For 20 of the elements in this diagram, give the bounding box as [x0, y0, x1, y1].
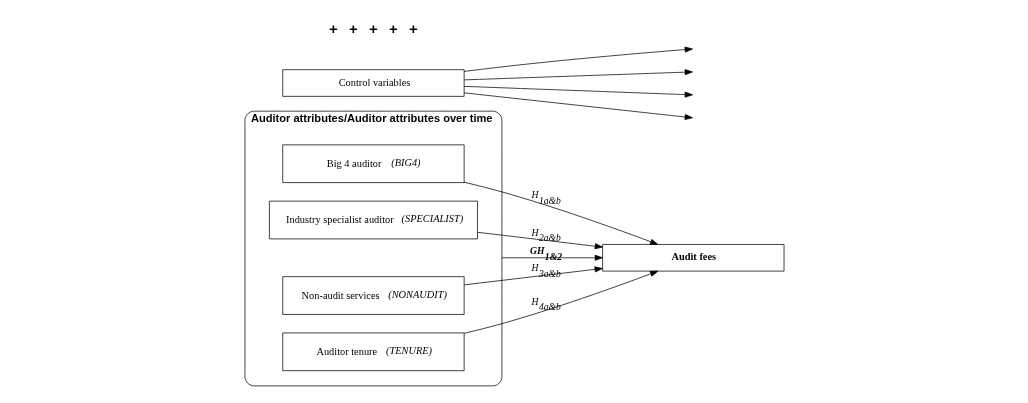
arrow	[463, 181, 658, 245]
node-box: Industry specialist auditor (SPECIALIST)	[268, 200, 478, 240]
arrow	[463, 46, 693, 72]
node-box: Big 4 auditor (BIG4)	[281, 144, 464, 183]
arrow	[463, 86, 693, 98]
label: +	[368, 21, 378, 38]
node-box: Non-audit services (NONAUDIT)	[281, 276, 464, 315]
node-box: Auditor tenure (TENURE)	[281, 332, 464, 372]
arrow	[463, 92, 693, 120]
label: +	[328, 21, 338, 38]
arrow	[501, 254, 603, 261]
arrow	[463, 266, 603, 286]
node-box: Audit fees	[601, 244, 784, 272]
node-box: Control variables	[281, 69, 464, 97]
arrow	[463, 69, 693, 81]
label: +	[348, 21, 358, 38]
label: +	[388, 21, 398, 38]
arrow	[463, 270, 658, 334]
label: +	[408, 21, 418, 38]
arrow	[476, 231, 603, 250]
